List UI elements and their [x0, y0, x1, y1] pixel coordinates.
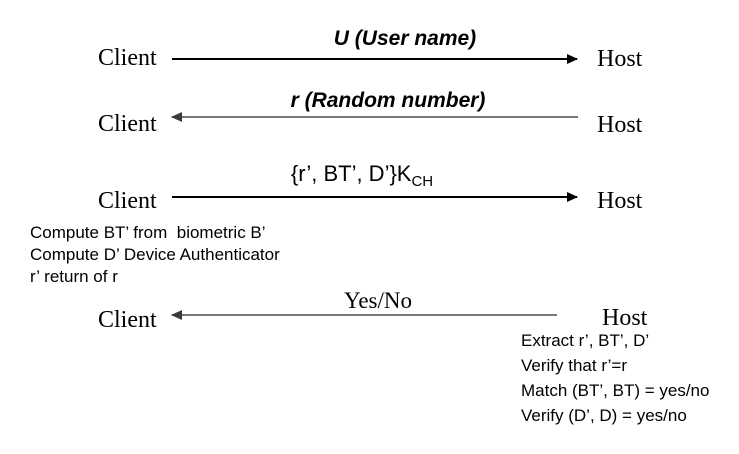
host-note-extract: Extract r’, BT’, D’ — [521, 331, 650, 350]
message-label-username: U (User name) — [333, 27, 477, 50]
host-actor-row3: Host — [597, 188, 643, 214]
message-label-random-number: r (Random number) — [290, 89, 486, 112]
arrowhead-right-icon — [567, 54, 578, 64]
client-note-compute-bt: Compute BT’ from biometric B’ — [30, 223, 266, 242]
host-note-match-bt: Match (BT’, BT) = yes/no — [521, 381, 710, 400]
host-actor-row2: Host — [597, 112, 643, 138]
client-actor-row2: Client — [98, 111, 157, 137]
arrow-host-to-client-row4 — [171, 310, 557, 320]
arrowhead-left-icon — [171, 112, 182, 122]
encrypted-payload-key-subscript: CH — [411, 173, 434, 190]
host-note-verify-d: Verify (D’, D) = yes/no — [521, 406, 687, 425]
client-note-compute-d: Compute D’ Device Authenticator — [30, 245, 280, 264]
encrypted-payload-text: {r’, BT’, D’}K — [290, 161, 412, 186]
arrow-client-to-host-row3 — [172, 192, 578, 202]
arrowhead-right-icon — [567, 192, 578, 202]
client-actor-row4: Client — [98, 307, 157, 333]
host-actor-row4: Host — [602, 305, 648, 331]
arrowhead-left-icon — [171, 310, 182, 320]
host-note-verify-r: Verify that r’=r — [521, 356, 627, 375]
client-note-r-return: r’ return of r — [30, 267, 118, 286]
arrow-client-to-host-row1 — [172, 54, 578, 64]
client-actor-row1: Client — [98, 45, 157, 71]
host-actor-row1: Host — [597, 46, 643, 72]
client-actor-row3: Client — [98, 188, 157, 214]
message-label-encrypted-payload: {r’, BT’, D’}KCH — [290, 161, 434, 190]
message-label-yes-no: Yes/No — [344, 288, 412, 313]
host-verification-notes: Extract r’, BT’, D’ Verify that r’=r Mat… — [521, 328, 709, 428]
client-computation-notes: Compute BT’ from biometric B’ Compute D’… — [30, 222, 280, 288]
arrow-host-to-client-row2 — [171, 112, 578, 122]
